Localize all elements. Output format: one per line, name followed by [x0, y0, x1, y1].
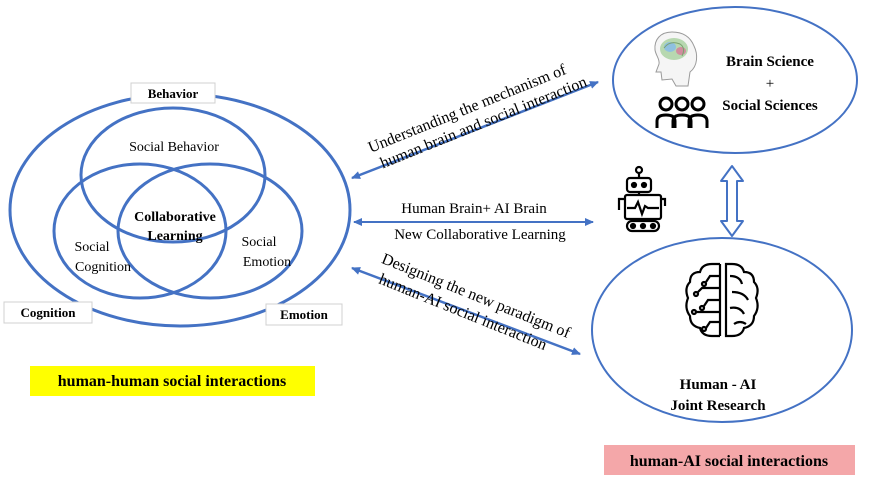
social-emotion-circle — [116, 162, 304, 300]
human-ai-caption-box — [604, 445, 855, 475]
joint-research-label: Joint Research — [670, 398, 766, 414]
cognition-label: Cognition — [21, 305, 77, 320]
social-behavior-circle — [79, 106, 267, 244]
social-cognition-label-1: Social — [75, 240, 110, 255]
top-arrow — [351, 80, 599, 180]
human-ai-caption: human-AI social interactions — [630, 453, 828, 470]
human-ai-joint-research-ellipse — [591, 237, 853, 423]
behavior-box — [130, 82, 216, 104]
social-cognition-circle — [52, 162, 228, 300]
plus-label: + — [766, 76, 774, 92]
emotion-label: Emotion — [280, 307, 328, 322]
social-sciences-label: Social Sciences — [722, 98, 818, 114]
middle-arrow-label-1: Human Brain+ AI Brain — [401, 201, 547, 217]
brain-social-sciences-ellipse — [612, 6, 858, 154]
vertical-double-arrow — [720, 165, 744, 237]
social-emotion-label-1: Social — [242, 235, 277, 250]
behavior-label: Behavior — [148, 86, 199, 101]
brain-head-icon — [654, 31, 698, 87]
robot-icon — [617, 165, 667, 233]
social-cognition-label-2: Cognition — [75, 260, 131, 275]
social-behavior-label: Social Behavior — [129, 140, 219, 155]
human-human-caption-box — [30, 366, 315, 396]
human-human-caption: human-human social interactions — [58, 373, 286, 390]
brain-science-label: Brain Science — [726, 54, 814, 70]
human-ai-label: Human - AI — [680, 377, 757, 393]
bottom-arrow — [351, 266, 581, 356]
middle-arrow-label-2: New Collaborative Learning — [394, 227, 566, 243]
collaborative-learning-label-1: Collaborative — [134, 210, 216, 225]
brain-circuit-icon — [685, 262, 759, 338]
social-emotion-label-2: Emotion — [243, 255, 291, 270]
cognition-box — [3, 301, 93, 324]
people-group-icon — [655, 96, 709, 128]
emotion-box — [265, 303, 343, 326]
collaborative-learning-label-2: Learning — [147, 229, 202, 244]
